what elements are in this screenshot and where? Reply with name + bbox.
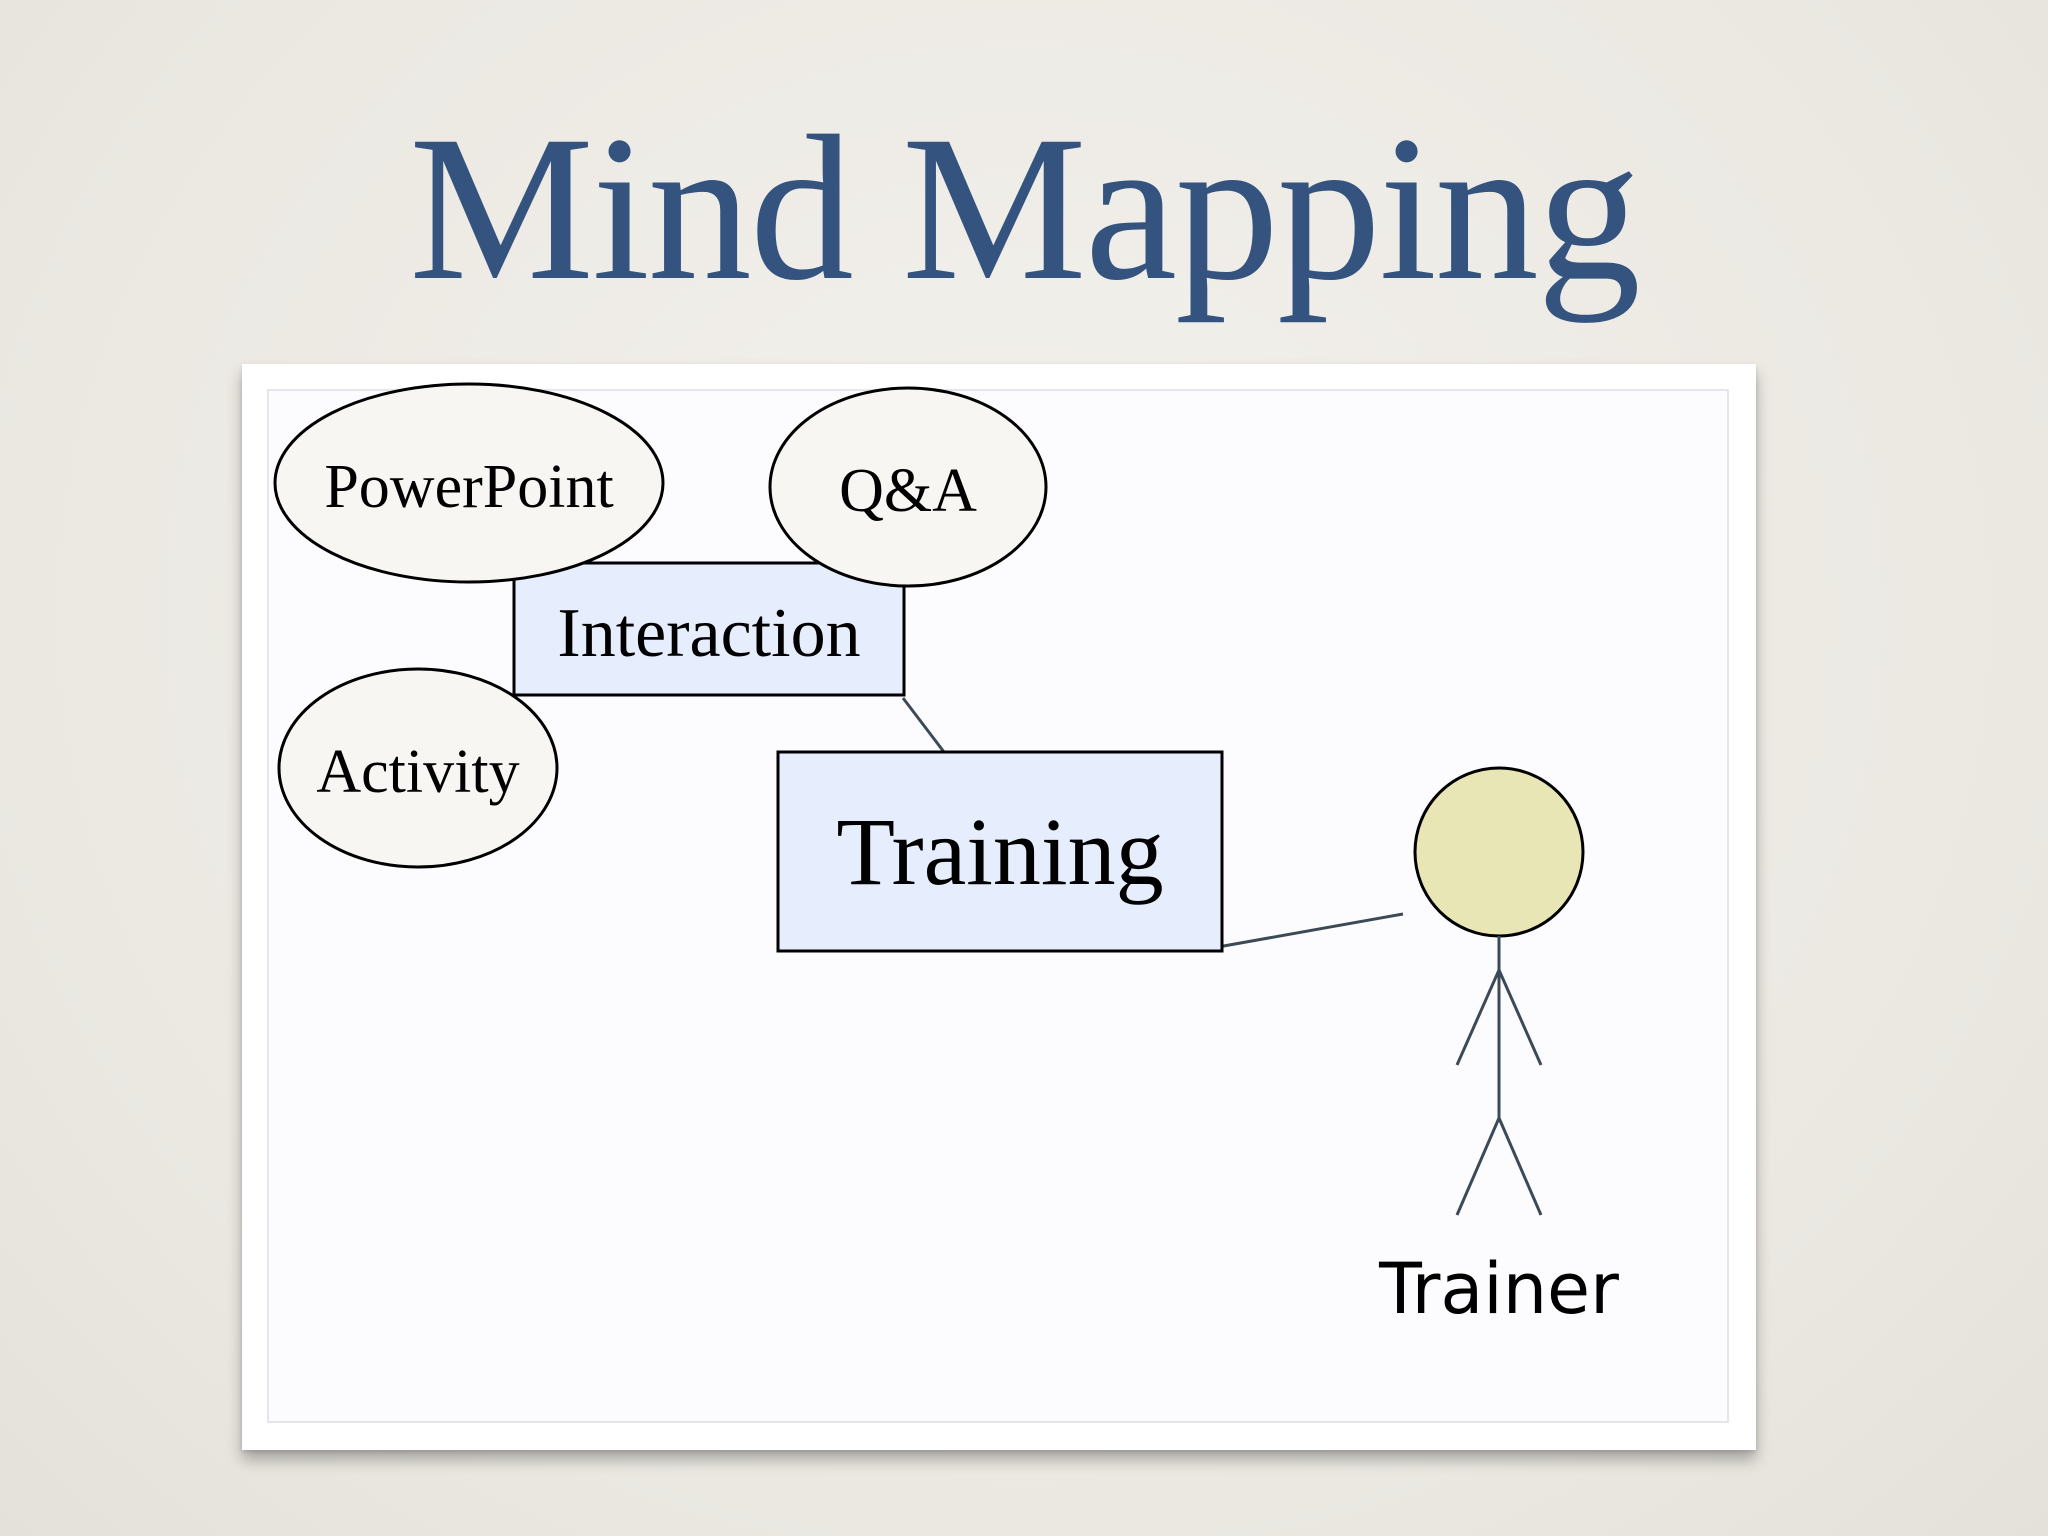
trainer-head	[1413, 766, 1585, 938]
connector-training-trainer	[1217, 912, 1404, 949]
trainer-left-leg	[1455, 1117, 1501, 1216]
node-powerpoint[interactable]: PowerPoint	[273, 382, 665, 584]
node-qa-label: Q&A	[839, 457, 977, 525]
node-training[interactable]: Training	[776, 750, 1224, 953]
slide-title: Mind Mapping	[409, 93, 1641, 323]
connector-interaction-training	[901, 697, 946, 753]
node-activity-label: Activity	[316, 738, 519, 806]
trainer-right-leg	[1497, 1117, 1543, 1216]
node-activity[interactable]: Activity	[277, 667, 559, 869]
trainer-right-arm	[1497, 969, 1543, 1066]
node-training-label: Training	[836, 798, 1163, 905]
trainer-label: Trainer	[1378, 1248, 1619, 1330]
trainer-left-arm	[1455, 969, 1501, 1066]
node-interaction-label: Interaction	[557, 595, 860, 672]
node-qa[interactable]: Q&A	[768, 386, 1048, 588]
node-interaction[interactable]: Interaction	[512, 561, 906, 697]
node-powerpoint-label: PowerPoint	[324, 453, 613, 521]
trainer-actor[interactable]: Trainer	[1378, 766, 1619, 1330]
